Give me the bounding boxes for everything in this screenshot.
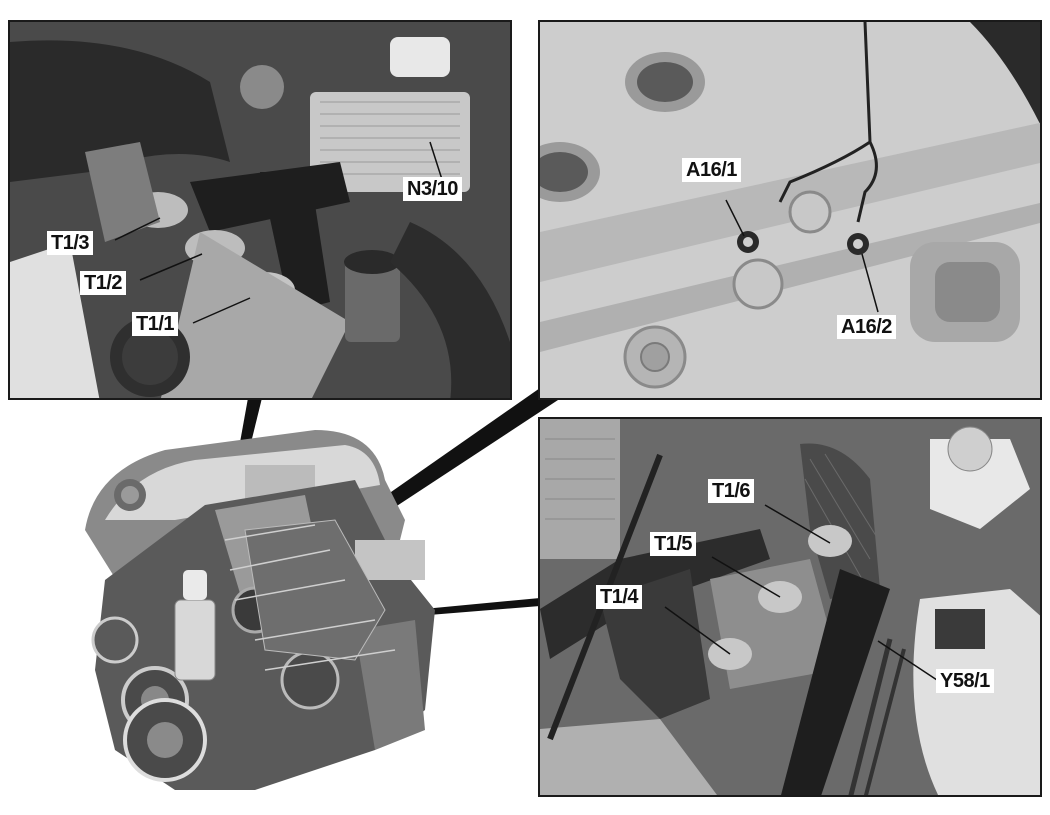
panel-right-bank-coils: T1/6 T1/5 T1/4 Y58/1: [538, 417, 1042, 797]
label-t1-6: T1/6: [708, 479, 755, 503]
label-t1-2: T1/2: [80, 271, 127, 295]
engine-bay-photo-right: [540, 419, 1040, 795]
engine-illustration: [85, 430, 435, 790]
panel-knock-sensors: A16/1 A16/2: [538, 20, 1042, 400]
engine-bay-photo-left: [10, 22, 510, 398]
label-t1-1: T1/1: [132, 312, 179, 336]
label-t1-4: T1/4: [596, 585, 643, 609]
label-a16-2: A16/2: [837, 315, 896, 339]
label-a16-1: A16/1: [682, 158, 741, 182]
label-t1-3: T1/3: [47, 231, 94, 255]
label-y58-1: Y58/1: [936, 669, 994, 693]
label-n3-10: N3/10: [403, 177, 462, 201]
cylinder-head-photo: [540, 22, 1040, 398]
panel-left-bank-coils: T1/3 T1/2 T1/1 N3/10: [8, 20, 512, 400]
label-t1-5: T1/5: [650, 532, 697, 556]
